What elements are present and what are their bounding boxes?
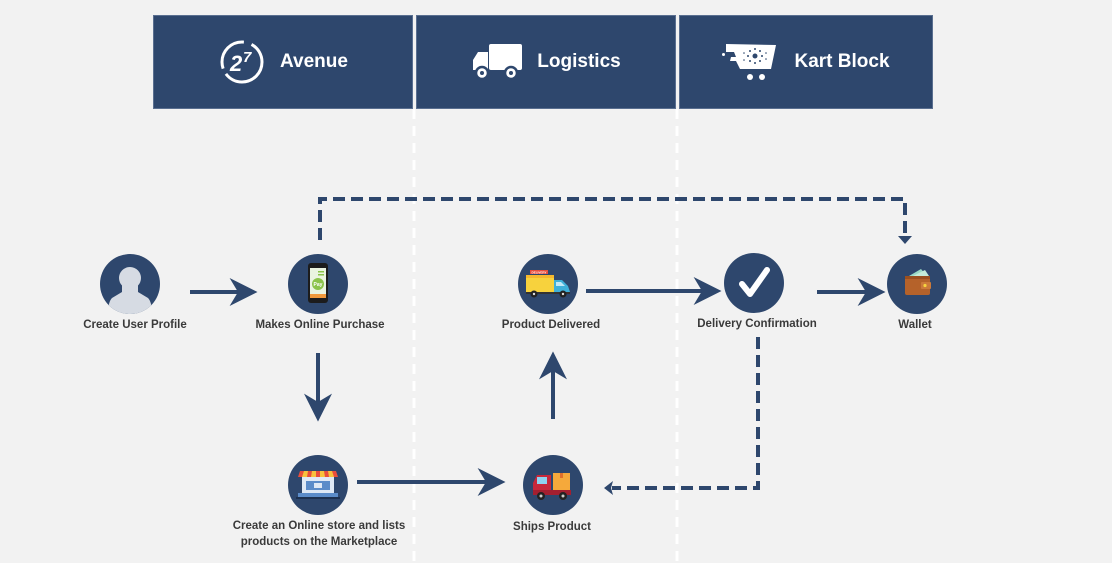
label-wallet: Wallet	[898, 319, 932, 331]
wallet-icon	[905, 269, 931, 295]
header-avenue-label: Avenue	[280, 51, 348, 72]
header-kart-block: Kart Block	[679, 15, 933, 109]
delivery-truck-box-icon	[533, 473, 571, 500]
label-online-store-line2: products on the Marketplace	[240, 536, 398, 548]
delivery-van-icon: DELIVERY	[526, 270, 570, 298]
dashed-arrow-purchase-to-wallet	[318, 197, 907, 240]
header-kart-block-label: Kart Block	[794, 51, 890, 72]
label-product-delivered: Product Delivered	[501, 319, 601, 331]
dashed-arrowhead-wallet	[898, 236, 912, 244]
user-profile-icon	[108, 267, 152, 314]
label-ships-product: Ships Product	[513, 521, 591, 533]
header-logistics: Logistics	[416, 15, 676, 109]
node-wallet[interactable]	[887, 254, 947, 314]
node-delivery-confirmation[interactable]	[724, 253, 784, 313]
node-product-delivered[interactable]: DELIVERY	[518, 254, 578, 314]
dashed-arrowhead-ships	[604, 481, 613, 495]
checkmark-icon	[739, 267, 770, 297]
label-delivery-confirmation: Delivery Confirmation	[697, 318, 817, 330]
header-logistics-label: Logistics	[537, 51, 621, 72]
svg-text:2: 2	[229, 51, 243, 76]
smartphone-pay-icon: Pay	[308, 263, 328, 303]
header-avenue: 2 7 Avenue	[153, 15, 413, 109]
kart-block-cart-icon	[722, 41, 780, 83]
node-online-store[interactable]	[288, 455, 348, 515]
phone-pay-button: Pay	[314, 282, 323, 288]
van-delivery-sign: DELIVERY	[532, 270, 547, 274]
dashed-arrow-confirmation-to-ships	[612, 337, 760, 490]
label-online-store: Create an Online store and lists product…	[233, 518, 406, 550]
truck-icon	[471, 43, 523, 81]
node-makes-online-purchase[interactable]: Pay	[288, 254, 348, 314]
node-ships-product[interactable]	[523, 455, 583, 515]
label-online-store-line1: Create an Online store and lists	[232, 520, 406, 532]
svg-text:7: 7	[243, 49, 252, 66]
storefront-icon	[296, 471, 340, 499]
avenue-27-logo-icon: 2 7	[218, 38, 266, 86]
label-makes-online-purchase: Makes Online Purchase	[255, 319, 385, 331]
node-create-user-profile[interactable]	[100, 254, 160, 314]
label-create-user-profile: Create User Profile	[83, 319, 187, 331]
